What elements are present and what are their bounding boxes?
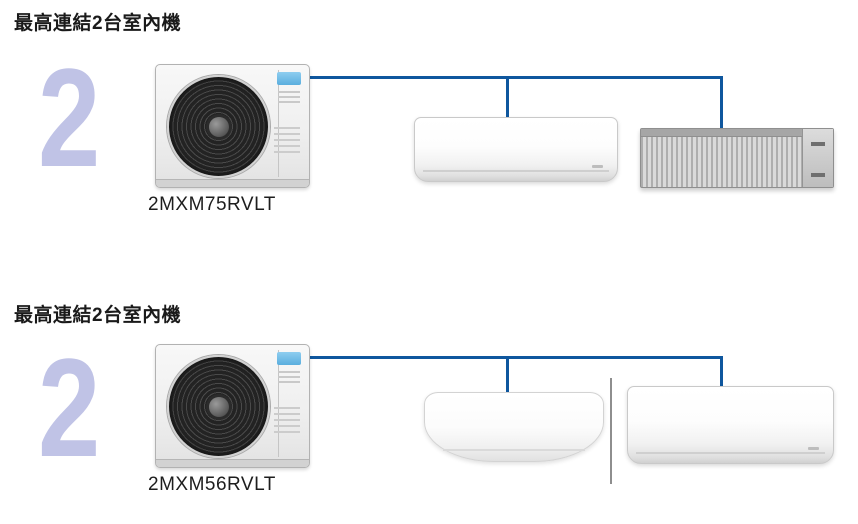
daikin-logo-icon [277,72,301,85]
ducted-indoor-unit [640,128,834,188]
max-units-number: 2 [38,329,101,486]
wall-indoor-unit [627,386,834,464]
refrigerant-line-branch-1 [506,76,509,119]
fan-hub [208,396,229,417]
air-outlet-vane [442,449,586,451]
panel-seam [278,350,279,457]
refrigerant-line-horizontal [300,76,723,79]
air-outlet-vane [636,452,825,454]
wall-indoor-unit [414,117,618,182]
fan-hub [208,116,229,137]
spec-sticker [278,91,300,103]
fan-grille [167,355,270,458]
section-title: 最高連結2台室內機 [14,13,182,34]
outdoor-model-label: 2MXM75RVLT [148,194,276,215]
outdoor-model-label: 2MXM56RVLT [148,474,276,495]
refrigerant-line-horizontal [300,356,723,359]
unit-base [156,179,309,187]
section-title: 最高連結2台室內機 [14,305,182,326]
air-outlet-vane [423,170,609,172]
end-cap [802,129,833,187]
outdoor-unit [155,344,310,468]
refrigerant-line-branch-2 [720,76,723,130]
refrigerant-line-branch-1 [506,356,509,394]
daikin-logo-icon [277,352,301,365]
side-vents [274,407,300,435]
display-panel [808,447,819,450]
curved-wall-indoor-unit [424,392,604,462]
top-flange [641,129,833,137]
fitting-slot-top [811,142,825,146]
spec-sticker [278,371,300,383]
outdoor-unit [155,64,310,188]
side-vents [274,127,300,155]
option-divider [610,378,612,484]
refrigerant-line-branch-2 [720,356,723,388]
display-panel [592,165,603,168]
panel-seam [278,70,279,177]
fitting-slot-bottom [811,173,825,177]
max-units-number: 2 [38,39,101,196]
fan-grille [167,75,270,178]
unit-base [156,459,309,467]
